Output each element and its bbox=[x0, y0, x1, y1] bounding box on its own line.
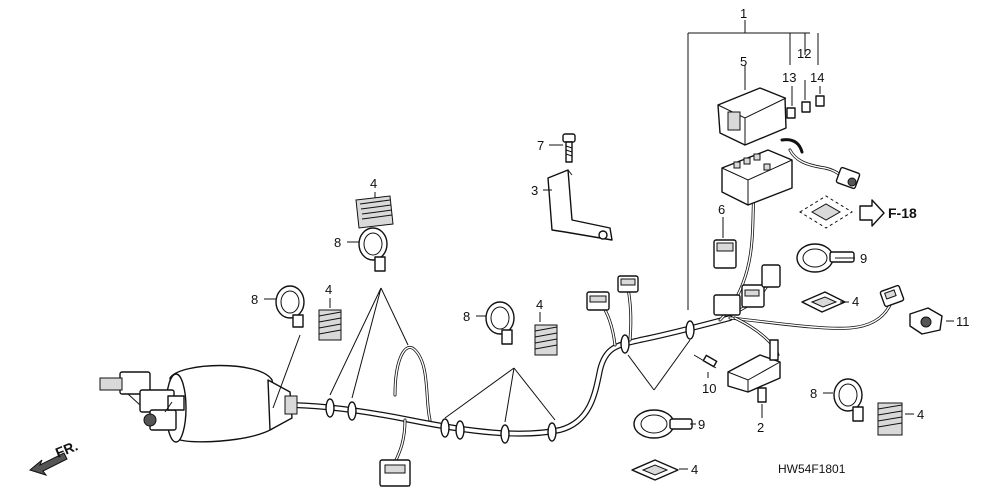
callout-7: 7 bbox=[537, 138, 544, 153]
reference-arrow-icon bbox=[859, 199, 885, 227]
tape-pad-mid bbox=[534, 324, 558, 356]
grommet-11 bbox=[909, 307, 943, 335]
callout-8-top: 8 bbox=[334, 235, 341, 250]
tie-8-right bbox=[833, 378, 864, 422]
callout-14: 14 bbox=[810, 70, 824, 85]
left-connectors bbox=[99, 371, 185, 431]
clip-mount-upper bbox=[801, 291, 846, 313]
middle-connectors bbox=[586, 275, 639, 311]
callout-4-mid: 4 bbox=[536, 297, 543, 312]
callout-4-right: 4 bbox=[917, 407, 924, 422]
clip-mount-lower bbox=[631, 459, 679, 481]
leader-lines bbox=[264, 20, 954, 470]
drawing-code: HW54F1801 bbox=[778, 462, 846, 476]
callout-1: 1 bbox=[740, 6, 747, 21]
tie-9-upper bbox=[796, 243, 855, 273]
bottom-connector bbox=[379, 459, 411, 487]
side-connectors bbox=[713, 264, 781, 316]
callout-8-mid: 8 bbox=[463, 309, 470, 324]
callout-6: 6 bbox=[718, 202, 725, 217]
left-connector-boot bbox=[99, 364, 298, 443]
pigtail-connector bbox=[835, 166, 861, 190]
fuse-box bbox=[717, 87, 787, 146]
relay-block bbox=[721, 149, 793, 206]
callout-9-upper: 9 bbox=[860, 251, 867, 266]
bolt bbox=[562, 133, 576, 163]
reference-label: F-18 bbox=[888, 205, 917, 221]
callout-8-right: 8 bbox=[810, 386, 817, 401]
tape-pad-right bbox=[877, 402, 903, 436]
callout-8-left: 8 bbox=[251, 292, 258, 307]
sensor-bracket bbox=[727, 339, 781, 403]
callout-4-left: 4 bbox=[325, 282, 332, 297]
tape-pad-left bbox=[318, 309, 342, 341]
right-connector bbox=[879, 284, 905, 308]
tie-8-mid bbox=[485, 301, 515, 345]
callout-4-upper-clip: 4 bbox=[852, 294, 859, 309]
callout-5: 5 bbox=[740, 54, 747, 69]
callout-4-lower-clip: 4 bbox=[691, 462, 698, 477]
callout-2: 2 bbox=[757, 420, 764, 435]
tie-9-lower bbox=[633, 409, 693, 439]
pin-10 bbox=[693, 354, 718, 369]
callout-12: 12 bbox=[797, 46, 811, 61]
reference-f18-group bbox=[799, 195, 885, 229]
front-direction bbox=[28, 452, 68, 476]
callout-4-top: 4 bbox=[370, 176, 377, 191]
callout-13: 13 bbox=[782, 70, 796, 85]
front-label: FR. bbox=[53, 437, 80, 460]
fuses bbox=[786, 95, 825, 119]
bracket bbox=[547, 169, 613, 241]
callout-3: 3 bbox=[531, 183, 538, 198]
tie-8-left bbox=[275, 285, 305, 328]
callout-10: 10 bbox=[702, 381, 716, 396]
tie-8-top bbox=[358, 227, 388, 272]
callout-11: 11 bbox=[956, 314, 970, 329]
front-arrow-icon bbox=[28, 452, 68, 476]
callout-9-lower: 9 bbox=[698, 417, 705, 432]
callout-labels: 1 5 12 13 14 7 3 4 8 6 9 8 4 8 4 4 11 10… bbox=[53, 6, 969, 477]
tape-pad-top bbox=[355, 195, 394, 229]
relay bbox=[713, 239, 737, 269]
